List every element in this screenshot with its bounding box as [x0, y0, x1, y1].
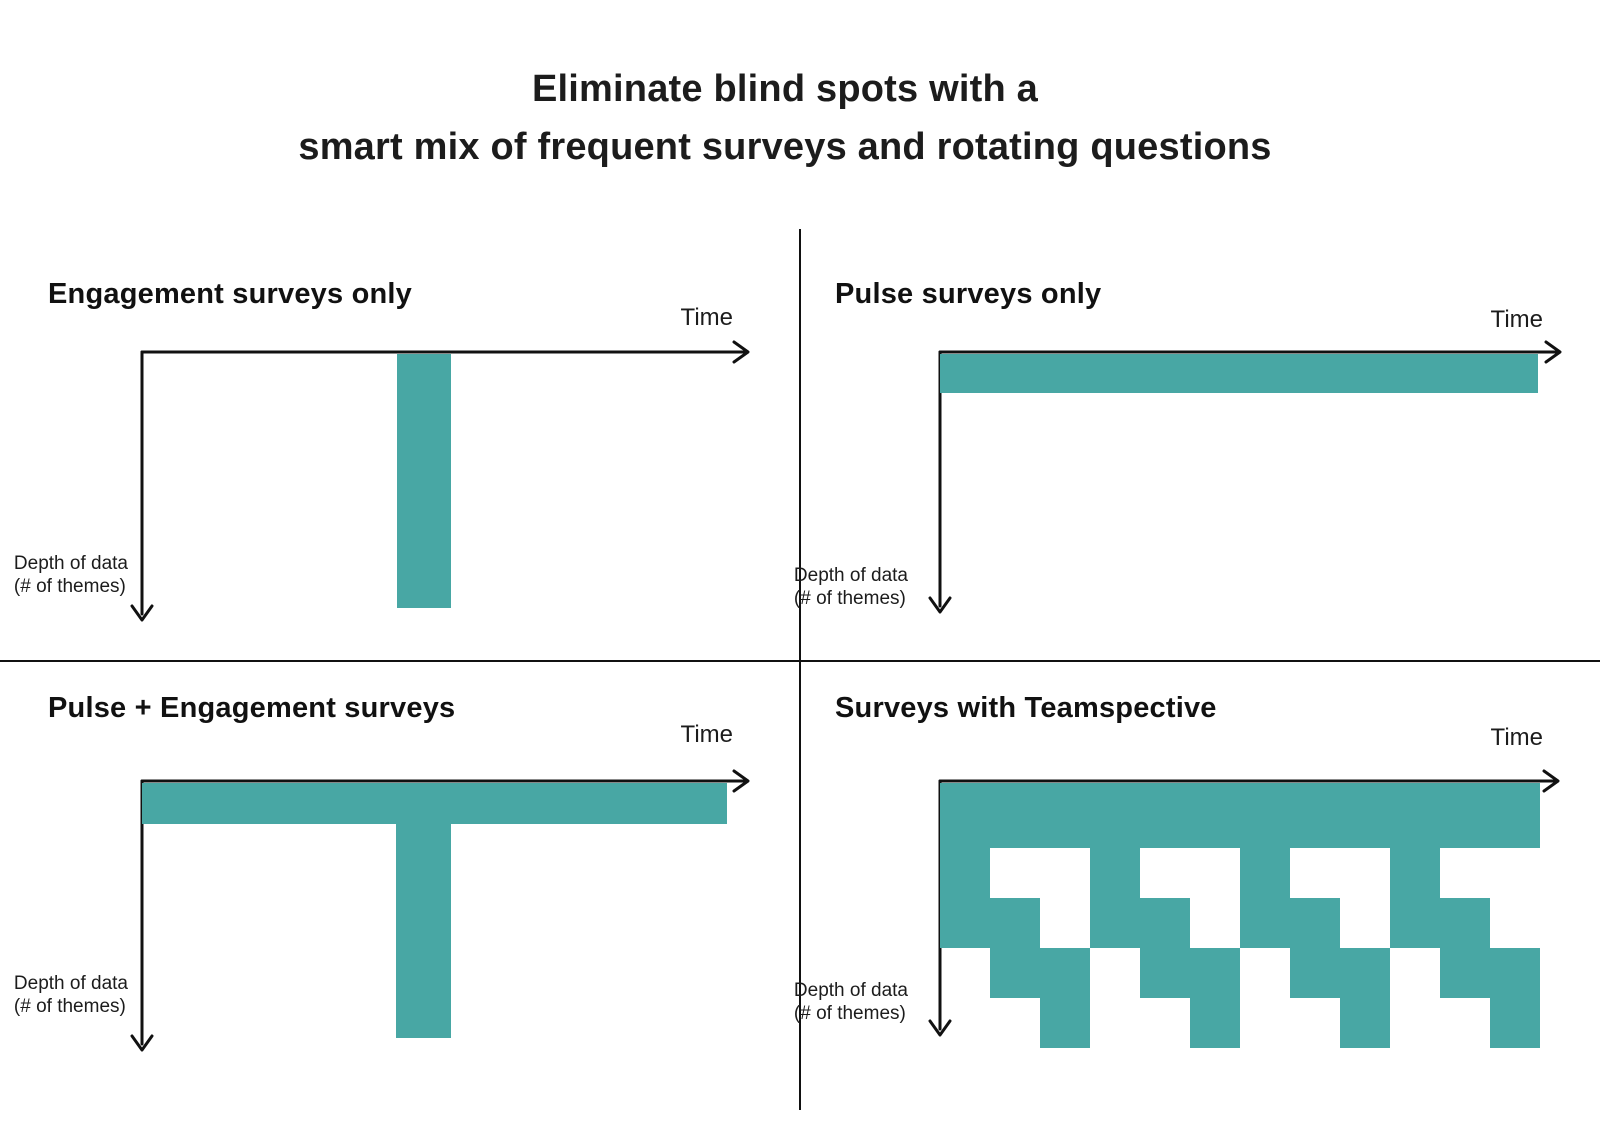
surveys-with-teamspective-coverage-rect: [1340, 998, 1390, 1048]
horizontal-divider: [0, 660, 1600, 662]
vertical-divider: [799, 229, 801, 1110]
page-title: Eliminate blind spots with a smart mix o…: [0, 60, 1570, 176]
time-axis-label: Time: [1490, 724, 1543, 751]
depth-axis-label: Depth of data (# of themes): [794, 979, 908, 1025]
time-axis-arrowhead-icon: [732, 769, 750, 793]
surveys-with-teamspective-coverage-rect: [1490, 998, 1540, 1048]
surveys-with-teamspective-coverage-rect: [1290, 948, 1390, 998]
time-axis-label: Time: [680, 304, 733, 331]
surveys-with-teamspective-coverage-rect: [1190, 998, 1240, 1048]
depth-axis-arrowhead-icon: [928, 596, 952, 614]
quadrant-title-pulse-surveys-only: Pulse surveys only: [835, 278, 1102, 310]
surveys-with-teamspective-coverage-rect: [940, 898, 1040, 948]
depth-axis-label: Depth of data (# of themes): [794, 564, 908, 610]
surveys-with-teamspective-coverage-rect: [1040, 998, 1090, 1048]
pulse-plus-engagement-surveys-coverage-rect: [396, 824, 451, 1038]
depth-axis-arrowhead-icon: [928, 1019, 952, 1037]
depth-axis-label-line2: (# of themes): [13, 996, 126, 1017]
surveys-with-teamspective-coverage-rect: [1090, 898, 1190, 948]
engagement-surveys-only-coverage-rect: [397, 354, 451, 608]
quadrant-title-surveys-with-teamspective: Surveys with Teamspective: [835, 692, 1217, 724]
surveys-with-teamspective-coverage-rect: [1140, 948, 1240, 998]
depth-axis-arrowhead-icon: [130, 1034, 154, 1052]
pulse-plus-engagement-surveys-coverage-rect: [142, 783, 727, 824]
depth-axis-label: Depth of data (# of themes): [14, 552, 128, 598]
depth-axis-arrowhead-icon: [130, 604, 154, 622]
surveys-with-teamspective-coverage-rect: [1240, 898, 1340, 948]
surveys-with-teamspective-coverage-rect: [1440, 948, 1540, 998]
surveys-with-teamspective-coverage-rect: [1390, 848, 1440, 898]
surveys-with-teamspective-coverage-rect: [990, 948, 1090, 998]
surveys-with-teamspective-coverage-rect: [940, 848, 990, 898]
time-axis-label: Time: [1490, 306, 1543, 333]
surveys-with-teamspective-coverage-rect: [1090, 848, 1140, 898]
time-axis-arrowhead-icon: [732, 340, 750, 364]
depth-axis-label-line1: Depth of data: [793, 565, 908, 586]
depth-axis-label: Depth of data (# of themes): [14, 972, 128, 1018]
depth-axis-label-line2: (# of themes): [793, 1003, 906, 1024]
depth-axis-label-line2: (# of themes): [13, 576, 126, 597]
page-title-line1: Eliminate blind spots with a: [532, 68, 1038, 110]
page-title-line2: smart mix of frequent surveys and rotati…: [298, 126, 1272, 168]
quadrant-title-engagement-surveys-only: Engagement surveys only: [48, 278, 412, 310]
pulse-surveys-only-coverage-rect: [940, 354, 1538, 393]
quadrant-title-pulse-plus-engagement-surveys: Pulse + Engagement surveys: [48, 692, 456, 724]
surveys-with-teamspective-coverage-rect: [1390, 898, 1490, 948]
depth-axis-label-line1: Depth of data: [13, 553, 128, 574]
time-axis-arrowhead-icon: [1542, 769, 1560, 793]
surveys-with-teamspective-coverage-rect: [1240, 848, 1290, 898]
surveys-with-teamspective-coverage-rect: [940, 783, 1540, 848]
depth-axis-label-line1: Depth of data: [793, 980, 908, 1001]
time-axis-arrowhead-icon: [1544, 340, 1562, 364]
time-axis-label: Time: [680, 721, 733, 748]
depth-axis-label-line1: Depth of data: [13, 973, 128, 994]
depth-axis-label-line2: (# of themes): [793, 588, 906, 609]
